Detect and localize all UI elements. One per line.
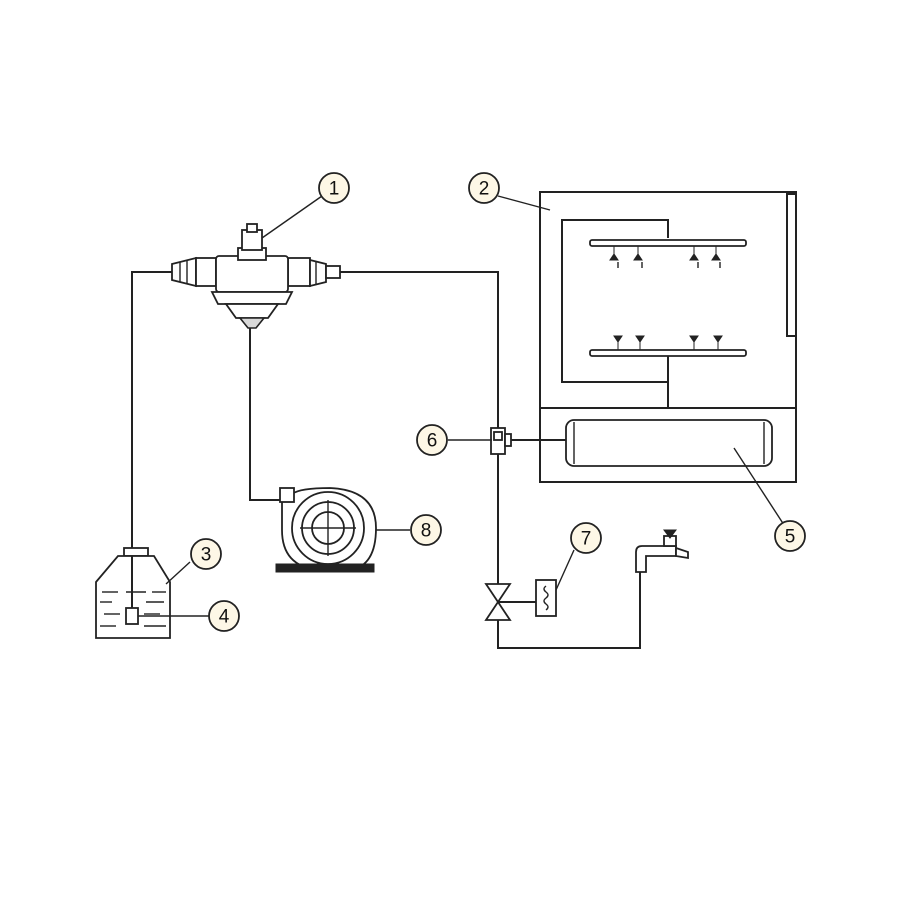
pipe-center: [249, 325, 282, 501]
callout-4-label: 4: [219, 607, 230, 628]
callout-5-label: 5: [785, 527, 796, 548]
pipe-bottom: [497, 570, 641, 649]
callout-6: 6: [416, 424, 448, 456]
pipe-left: [131, 271, 172, 548]
piping: [131, 271, 641, 649]
callout-2-label: 2: [479, 179, 490, 200]
spray-bar-lower: [589, 335, 747, 357]
callout-3-label: 3: [201, 545, 212, 566]
callout-2: 2: [468, 172, 500, 204]
callout-8-label: 8: [421, 521, 432, 542]
callout-8: 8: [410, 514, 442, 546]
pump: [275, 487, 377, 573]
callout-1: 1: [318, 172, 350, 204]
pipe-right: [340, 271, 499, 585]
fitting: [490, 427, 512, 455]
callout-1-label: 1: [329, 179, 340, 200]
faucet: [635, 529, 689, 573]
callout-5: 5: [774, 520, 806, 552]
callout-6-label: 6: [427, 431, 438, 452]
leader-lines: [138, 195, 787, 617]
strainer: [125, 607, 139, 625]
cabinet-door-edge: [786, 193, 797, 337]
gauge-box: [535, 579, 557, 617]
bottle: [95, 547, 171, 639]
injector-assembly: [171, 223, 341, 329]
callout-4: 4: [208, 600, 240, 632]
valve: [484, 583, 536, 621]
callout-3: 3: [190, 538, 222, 570]
callout-7-label: 7: [581, 529, 592, 550]
cabinet: [539, 191, 797, 483]
callout-7: 7: [570, 522, 602, 554]
spray-bar-upper: [589, 239, 747, 268]
tank: [565, 419, 773, 467]
